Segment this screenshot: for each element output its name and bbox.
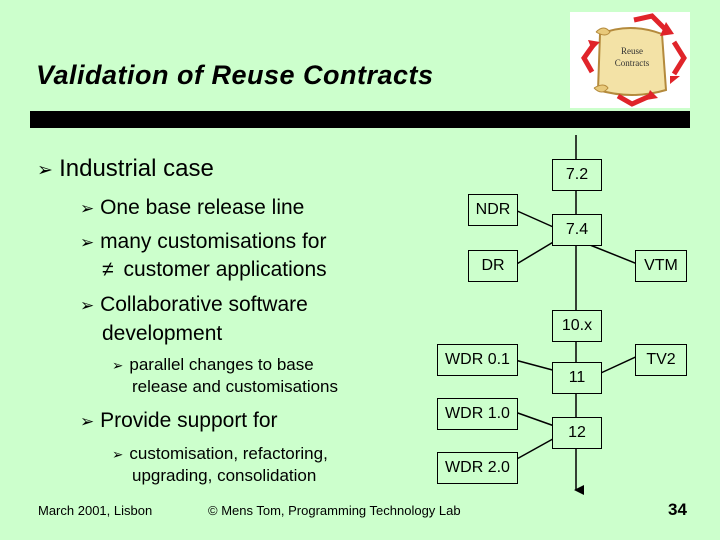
bullet-customisation-cont: upgrading, consolidation xyxy=(132,466,317,485)
bullet-customisation: ➢customisation, refactoring, xyxy=(112,444,328,463)
footer-author: © Mens Tom, Programming Technology Lab xyxy=(208,503,461,518)
bullet-one-base-release: ➢One base release line xyxy=(80,196,305,219)
version-10-x-box: 10.x xyxy=(552,310,602,342)
bullet-parallel-changes: ➢parallel changes to base xyxy=(112,355,314,374)
arrow-bullet-icon: ➢ xyxy=(80,412,95,431)
bullet-provide-support: ➢Provide support for xyxy=(80,409,278,432)
dr-box: DR xyxy=(468,250,518,282)
slide-title: Validation of Reuse Contracts xyxy=(36,60,434,90)
arrow-bullet-icon: ➢ xyxy=(37,160,54,181)
wdr-1-0-box: WDR 1.0 xyxy=(437,398,518,430)
arrow-bullet-icon: ➢ xyxy=(112,447,124,462)
arrow-bullet-icon: ➢ xyxy=(80,296,95,315)
wdr-0-1-box: WDR 0.1 xyxy=(437,344,518,376)
ndr-box: NDR xyxy=(468,194,518,226)
version-12-box: 12 xyxy=(552,417,602,449)
reuse-contracts-logo: Reuse Contracts xyxy=(570,12,690,108)
arrows-icon xyxy=(581,13,687,107)
logo-text-2: Contracts xyxy=(615,58,650,68)
bullet-parallel-changes-cont: release and customisations xyxy=(132,377,339,396)
footer-date-location: March 2001, Lisbon xyxy=(38,503,153,518)
version-11-box: 11 xyxy=(552,362,602,394)
bullet-many-customisations-cont: ≠customer applications xyxy=(102,258,327,281)
title-rule xyxy=(30,111,690,128)
bullet-collaborative: ➢Collaborative software xyxy=(80,293,308,316)
version-7-4-box: 7.4 xyxy=(552,214,602,246)
wdr-2-0-box: WDR 2.0 xyxy=(437,452,518,484)
not-equal-symbol: ≠ xyxy=(102,258,114,281)
arrow-bullet-icon: ➢ xyxy=(112,358,124,373)
arrow-bullet-icon: ➢ xyxy=(80,233,95,252)
tv2-box: TV2 xyxy=(635,344,687,376)
bullet-collaborative-cont: development xyxy=(102,322,223,345)
logo-text-1: Reuse xyxy=(621,46,643,56)
vtm-box: VTM xyxy=(635,250,687,282)
arrow-bullet-icon: ➢ xyxy=(80,199,95,218)
page-number: 34 xyxy=(668,500,687,519)
vtm-connector xyxy=(589,244,641,266)
bullet-industrial-case: ➢Industrial case xyxy=(37,155,214,182)
version-7-2-box: 7.2 xyxy=(552,159,602,191)
bullet-many-customisations: ➢many customisations for xyxy=(80,230,327,253)
